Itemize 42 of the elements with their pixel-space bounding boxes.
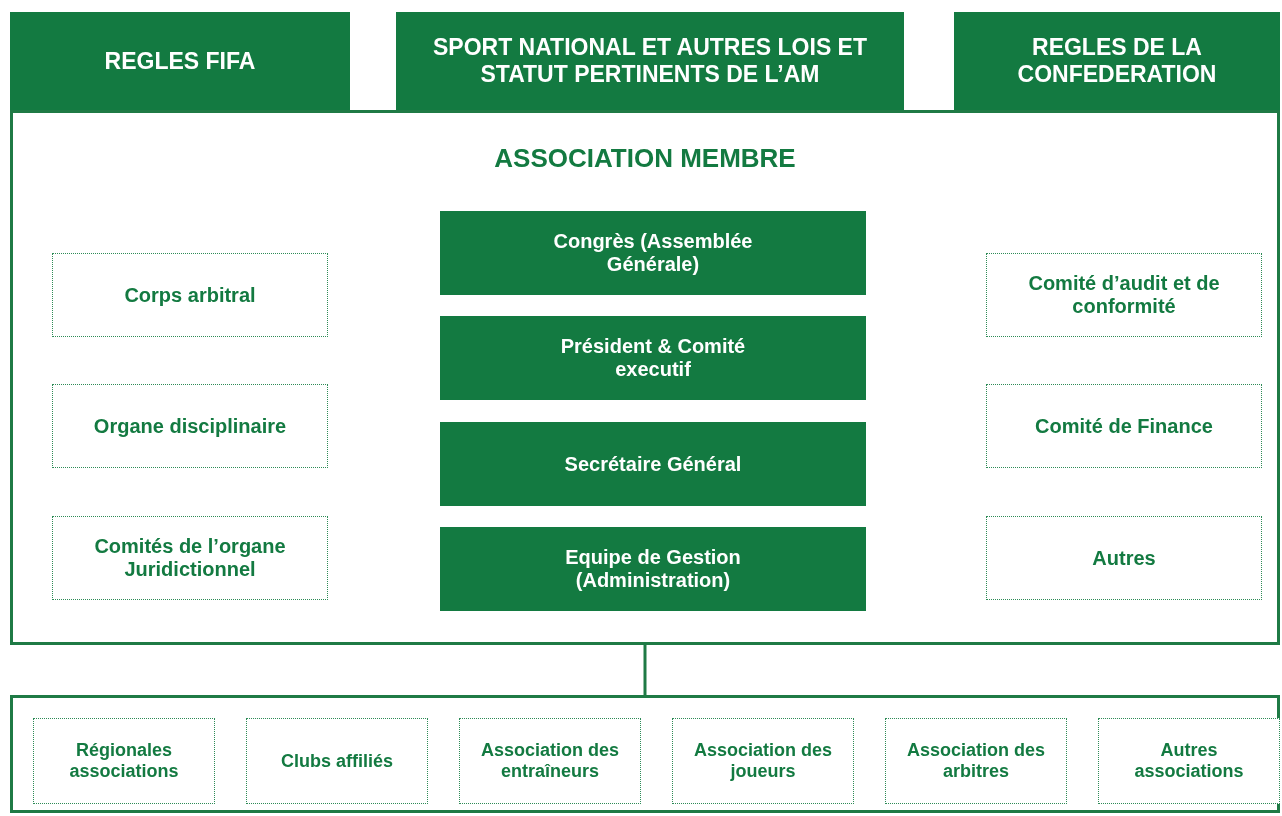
box-label: Secrétaire Général	[563, 452, 743, 476]
connector-line	[643, 645, 647, 695]
committee-box	[52, 516, 328, 600]
group-title: ASSOCIATION MEMBRE	[494, 143, 796, 174]
box-label: Président & Comité executif	[559, 335, 747, 381]
box-label: Equipe de Gestion (Administration)	[564, 546, 742, 592]
committee-box	[33, 718, 215, 804]
box-label: Congrès (Assemblée Générale)	[552, 230, 754, 276]
box-label: Comité d’audit et de conformité	[1027, 272, 1221, 318]
group-container	[10, 695, 1280, 813]
box-label: Régionales associations	[68, 740, 180, 782]
committee-box	[1098, 718, 1280, 804]
governance-box	[440, 211, 866, 295]
committee-box	[246, 718, 428, 804]
box-label: Association des entraîneurs	[479, 740, 620, 782]
governance-box	[440, 316, 866, 400]
box-label: Comités de l’organe Juridictionnel	[93, 535, 287, 581]
box-label: REGLES FIFA	[103, 47, 257, 75]
rule-header-box	[954, 12, 1280, 110]
box-label: Comité de Finance	[1034, 414, 1214, 438]
committee-box	[52, 253, 328, 337]
box-label: Organe disciplinaire	[92, 414, 288, 438]
box-label: Association des joueurs	[692, 740, 833, 782]
committee-box	[986, 384, 1262, 468]
box-label: REGLES DE LA CONFEDERATION	[1016, 34, 1218, 88]
box-label: SPORT NATIONAL ET AUTRES LOIS ET STATUT PERTINENTS DE L’AM	[431, 34, 868, 88]
governance-box	[440, 527, 866, 611]
committee-box	[885, 718, 1067, 804]
committee-box	[672, 718, 854, 804]
committee-box	[52, 384, 328, 468]
committee-box	[459, 718, 641, 804]
box-label: Corps arbitral	[123, 283, 257, 307]
group-container	[10, 110, 1280, 645]
box-label: Autres associations	[1133, 740, 1245, 782]
rule-header-box	[396, 12, 904, 110]
committee-box	[986, 516, 1262, 600]
box-label: Autres	[1091, 546, 1157, 570]
box-label: Clubs affiliés	[280, 750, 394, 772]
committee-box	[986, 253, 1262, 337]
governance-box	[440, 422, 866, 506]
rule-header-box	[10, 12, 350, 110]
box-label: Association des arbitres	[905, 740, 1046, 782]
